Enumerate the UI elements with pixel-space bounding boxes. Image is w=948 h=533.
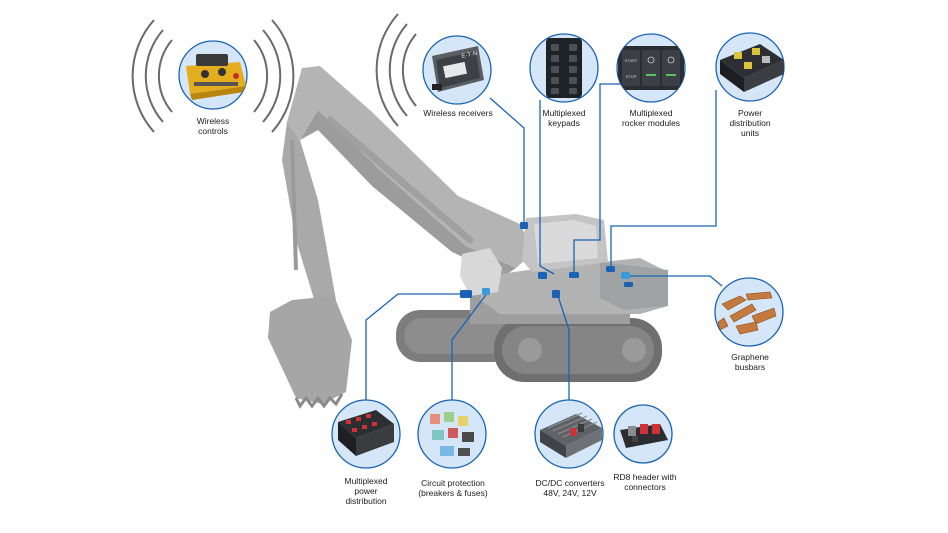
busbars-circle: [714, 277, 784, 347]
wireless-receivers-circle: E·T·N: [422, 35, 492, 105]
circuit-protection-circle: [417, 399, 487, 469]
boom-shadow: [300, 110, 516, 276]
wireless-arcs-controls: [131, 19, 295, 133]
marker-keypad: [538, 272, 547, 279]
circuit-protection-icon: [430, 412, 474, 456]
marker-busbar: [621, 272, 630, 279]
receiver-brand-text: E·T·N: [461, 51, 478, 60]
label-wireless-controls: Wireless controls: [196, 116, 230, 136]
rocker-stop-text: STOP: [626, 74, 637, 79]
mux-power-icon: [338, 410, 394, 456]
line-circuit-protection: [451, 291, 489, 400]
line-keypads: [539, 100, 555, 275]
dcdc-circle: [534, 399, 604, 469]
bucket-teeth: [294, 393, 344, 409]
line-mux-power: [365, 293, 462, 400]
excavator-arm: [282, 122, 336, 312]
cab-front-window: [460, 248, 502, 296]
excavator-boom: [287, 66, 534, 268]
front-track: [494, 318, 662, 382]
keypad-icon: [546, 38, 582, 98]
wireless-arcs-receivers: [375, 13, 417, 127]
excavator: [268, 66, 668, 409]
line-wireless-receivers: [489, 97, 525, 222]
wireless-receiver-icon: E·T·N: [432, 46, 484, 92]
line-dcdc: [557, 295, 570, 400]
keypads-circle: [529, 33, 599, 103]
marker-circuit: [482, 288, 490, 295]
label-dcdc: DC/DC converters 48V, 24V, 12V: [535, 478, 605, 498]
line-pdu: [610, 90, 717, 268]
wireless-controls-circle: [178, 40, 248, 110]
rd8-icon: [620, 424, 668, 448]
marker-dcdc: [552, 290, 560, 298]
label-rd8: RD8 header with connectors: [613, 472, 677, 492]
busbar-icon: [717, 291, 777, 335]
label-rocker-modules: Multiplexed rocker modules: [621, 108, 681, 128]
arm-cylinder: [290, 139, 298, 271]
marker-mux-power: [460, 290, 472, 298]
label-wireless-receivers: Wireless receivers: [423, 108, 493, 118]
marker-busbar-2: [624, 282, 633, 287]
pdu-icon: [720, 44, 784, 92]
label-mux-power: Multiplexed power distribution: [344, 476, 388, 506]
counterweight: [600, 262, 668, 310]
label-pdu: Power distribution units: [729, 108, 771, 138]
marker-rocker: [569, 272, 579, 278]
connector-lines: [365, 83, 723, 400]
label-circuit-protection: Circuit protection (breakers & fuses): [418, 478, 488, 498]
cab-window: [534, 220, 598, 264]
rocker-module-icon: START STOP: [618, 46, 684, 90]
hotspot-markers: [460, 222, 633, 298]
label-keypads: Multiplexed keypads: [542, 108, 586, 128]
pdu-circle: [715, 32, 785, 102]
line-rocker-modules: [573, 83, 621, 274]
mux-power-circle: [331, 399, 401, 469]
dcdc-icon: [540, 412, 602, 458]
boom-cylinder: [326, 116, 474, 244]
rd8-circle: [613, 404, 673, 464]
line-busbars: [628, 275, 723, 287]
marker-pdu: [606, 266, 615, 272]
label-busbars: Graphene busbars: [731, 352, 769, 372]
wireless-controls-icon: [186, 54, 246, 100]
marker-receiver: [520, 222, 528, 229]
rocker-modules-circle: START STOP: [616, 33, 686, 103]
rocker-start-text: START: [625, 58, 638, 63]
excavator-bucket: [268, 296, 352, 404]
